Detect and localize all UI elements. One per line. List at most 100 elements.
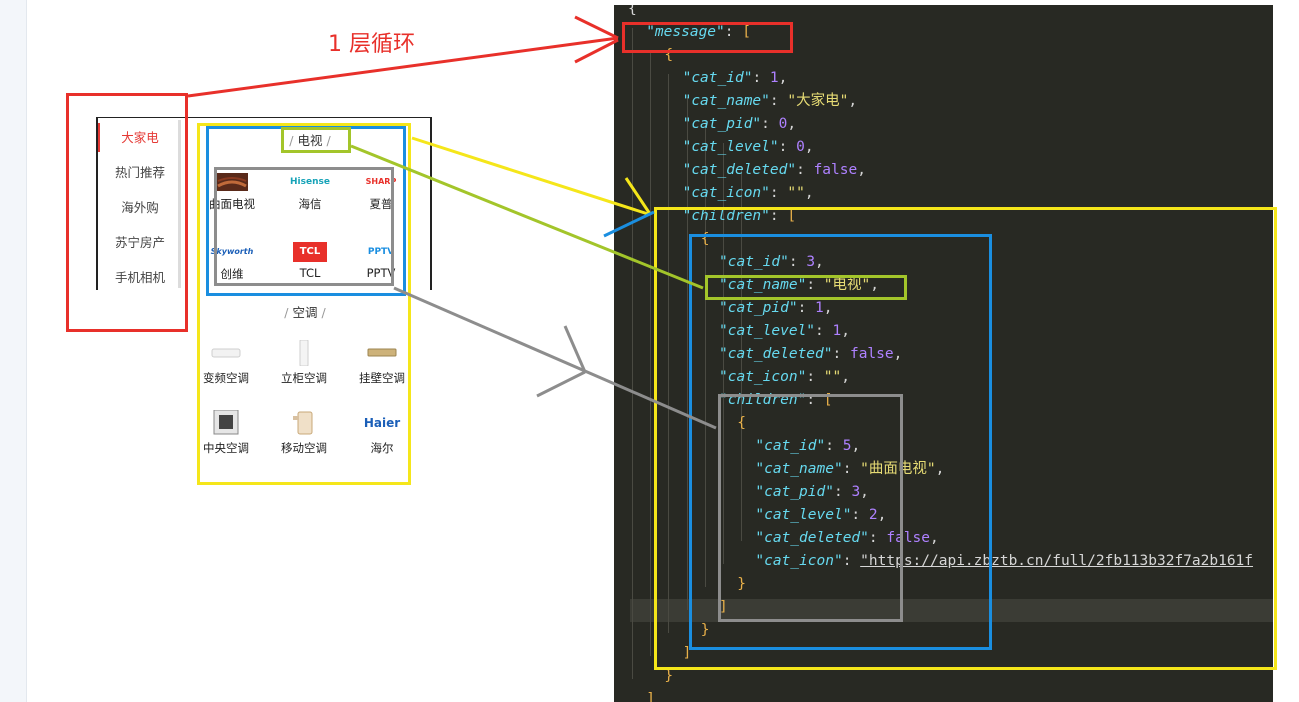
- indent-guide: [723, 143, 724, 564]
- code-token: "children": [682, 208, 770, 224]
- code-line: "cat_icon": "",: [683, 182, 814, 205]
- code-line: {: [664, 44, 673, 67]
- grid-item-skyworth[interactable]: Skyworth 创维: [196, 242, 268, 282]
- code-token: }: [664, 668, 674, 684]
- sidebar-scrollbar[interactable]: [178, 120, 181, 288]
- code-token: "cat_icon": [719, 369, 807, 385]
- code-token: :: [842, 461, 861, 477]
- code-token: :: [769, 93, 788, 109]
- code-token: "cat_level": [755, 507, 852, 523]
- code-line: "cat_icon": "",: [719, 366, 850, 389]
- code-token: "cat_name": [682, 93, 770, 109]
- sidebar-item-big-appliance[interactable]: 大家电: [98, 120, 182, 155]
- grid-item-hisense[interactable]: Hisense 海信: [274, 172, 346, 212]
- code-token: ]: [646, 691, 655, 702]
- code-token: ,: [851, 438, 861, 454]
- code-token: :: [851, 507, 869, 523]
- code-token: "cat_icon": [755, 553, 843, 569]
- grid-item-tcl[interactable]: TCL TCL: [274, 242, 346, 280]
- code-line: }: [737, 573, 746, 596]
- grid-item-curved-tv[interactable]: 曲面电视: [196, 172, 268, 212]
- code-token: 1: [769, 70, 779, 86]
- code-token: "cat_deleted": [755, 530, 869, 546]
- arrowhead-red-2: [574, 38, 619, 64]
- code-token: :: [833, 484, 852, 500]
- code-token: 1: [815, 300, 824, 316]
- code-token: :: [797, 300, 816, 316]
- central-ac-thumb-icon: [213, 410, 239, 435]
- code-line: "cat_pid": 0,: [683, 113, 797, 136]
- code-token: ]: [682, 645, 692, 661]
- code-line: "cat_pid": 3,: [755, 481, 869, 504]
- code-line: "cat_id": 5,: [755, 435, 860, 458]
- window-edge: [0, 0, 27, 702]
- sidebar-item-phone-camera[interactable]: 手机相机: [114, 270, 165, 285]
- code-token: ,: [857, 162, 866, 178]
- code-token: ,: [930, 530, 939, 546]
- grid-item-inverter-ac[interactable]: 变频空调: [190, 340, 262, 386]
- arrowhead-gray-2: [536, 370, 586, 398]
- code-token: ]: [719, 599, 728, 615]
- code-token: :: [806, 277, 824, 293]
- code-token: "children": [719, 392, 807, 408]
- code-line: "children": [: [719, 389, 833, 412]
- code-token: "cat_name": [755, 461, 843, 477]
- code-token: 2: [868, 507, 878, 523]
- grid-item-label: 立柜空调: [281, 371, 327, 385]
- sidebar-item-hot-recommend[interactable]: 热门推荐: [114, 165, 165, 180]
- haier-logo-icon: Haier: [363, 416, 401, 430]
- indent-guide: [650, 51, 652, 656]
- grid-item-sharp[interactable]: SHARP 夏普: [352, 172, 410, 212]
- grid-item-wall-ac[interactable]: 挂壁空调: [346, 340, 418, 386]
- grid-item-pptv[interactable]: PPTV PPTV: [352, 242, 410, 280]
- code-token: "cat_deleted": [682, 162, 797, 178]
- indent-guide: [668, 74, 670, 633]
- grid-item-haier[interactable]: Haier 海尔: [346, 410, 418, 456]
- grid-item-label: 挂壁空调: [359, 371, 405, 385]
- code-editor[interactable]: {"message": [{"cat_id": 1,"cat_name": "大…: [614, 5, 1273, 702]
- code-token: :: [868, 530, 887, 546]
- grid-item-label: TCL: [299, 266, 321, 280]
- code-token: "": [823, 369, 842, 385]
- tcl-logo-icon: TCL: [293, 242, 327, 262]
- code-token: :: [788, 254, 807, 270]
- grid-item-tower-ac[interactable]: 立柜空调: [268, 340, 340, 386]
- code-token: ,: [935, 461, 945, 477]
- code-line: "cat_deleted": false,: [755, 527, 938, 550]
- wall-ac-thumb-icon: [367, 348, 397, 357]
- grid-item-portable-ac[interactable]: 移动空调: [268, 410, 340, 456]
- sidebar-item-real-estate[interactable]: 苏宁房产: [114, 235, 165, 250]
- code-token: "cat_level": [682, 139, 779, 155]
- skyworth-logo-icon: Skyworth: [210, 247, 254, 256]
- tower-ac-thumb-icon: [299, 340, 309, 366]
- code-line: }: [664, 665, 673, 688]
- code-token: [: [742, 24, 751, 40]
- code-token: :: [769, 208, 788, 224]
- code-line: "cat_name": "曲面电视",: [755, 458, 944, 481]
- portable-ac-thumb-icon: [293, 411, 313, 435]
- category-sidebar: 大家电 热门推荐 海外购 苏宁房产 手机相机: [98, 120, 182, 295]
- annotation-label: 1 层循环: [328, 32, 415, 57]
- grid-item-label: 曲面电视: [209, 197, 255, 211]
- code-token: :: [761, 116, 779, 132]
- code-token: :: [752, 70, 770, 86]
- code-token: ,: [841, 369, 850, 385]
- grid-item-central-ac[interactable]: 中央空调: [190, 410, 262, 456]
- code-line: ]: [719, 596, 728, 619]
- code-token: ,: [893, 346, 903, 362]
- code-token: {: [628, 5, 637, 17]
- split-ac-thumb-icon: [211, 348, 241, 358]
- hisense-logo-icon: Hisense: [290, 177, 330, 187]
- code-token: :: [806, 369, 824, 385]
- sidebar-item-overseas[interactable]: 海外购: [121, 200, 159, 215]
- code-token: ,: [823, 300, 833, 316]
- code-line: "cat_level": 2,: [755, 504, 886, 527]
- panel-right-border: [430, 118, 432, 290]
- code-line: ]: [683, 642, 692, 665]
- grid-item-label: 中央空调: [203, 441, 249, 455]
- grid-item-label: 夏普: [369, 197, 393, 211]
- code-token: :: [815, 323, 833, 339]
- code-token: :: [842, 553, 861, 569]
- sharp-logo-icon: SHARP: [365, 177, 397, 186]
